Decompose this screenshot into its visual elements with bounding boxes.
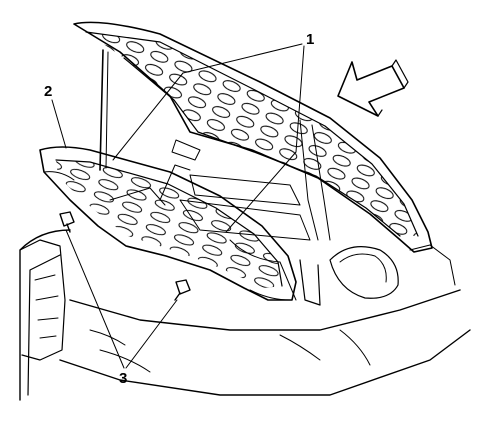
callout-insulator: 2 (44, 83, 53, 100)
callout-retainers: 3 (119, 370, 128, 387)
leader-lines (51, 43, 305, 369)
leader-3a (65, 229, 125, 369)
callout-hood: 1 (306, 31, 315, 48)
hood-prop-rod-inner (105, 51, 109, 169)
vehicle-body (19, 164, 471, 401)
insulator-retainers (59, 211, 191, 301)
hood-insulator (39, 146, 297, 301)
retainer-right (174, 279, 191, 301)
leader-1a (182, 43, 303, 74)
leader-1b (295, 45, 305, 153)
leader-1d (112, 72, 184, 161)
leader-3b (125, 299, 178, 369)
arrow-left-icon (337, 59, 409, 117)
retainer-left (59, 211, 75, 233)
hood-prop-rod (99, 49, 104, 171)
leader-1c (225, 151, 297, 233)
leader-2 (51, 99, 67, 149)
